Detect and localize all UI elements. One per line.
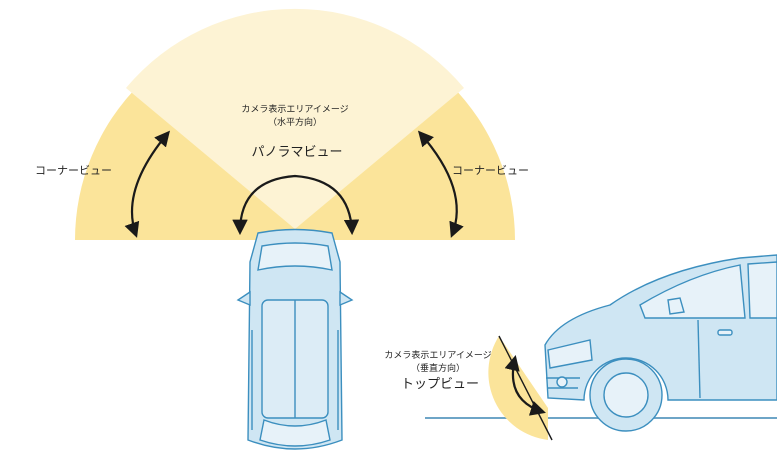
top-view-label: トップビュー xyxy=(400,377,480,392)
corner-left-arrow xyxy=(124,130,170,238)
top-view-fan xyxy=(75,8,515,241)
corner-view-right-label: コーナービュー xyxy=(452,164,529,177)
panorama-arrow xyxy=(232,174,360,236)
area-direction-horizontal: （水平方向） xyxy=(267,118,323,128)
top-view-area xyxy=(488,336,548,440)
vehicle-side-view xyxy=(544,254,777,432)
area-direction-vertical: （垂直方向） xyxy=(410,364,466,374)
area-title-horizontal: カメラ表示エリアイメージ xyxy=(241,105,349,115)
area-title-vertical: カメラ表示エリアイメージ xyxy=(384,351,492,361)
vehicle-top-view xyxy=(236,228,354,450)
panorama-view-area xyxy=(126,8,464,230)
top-view-arrow xyxy=(504,355,546,416)
panorama-view-label: パノラマビュー xyxy=(251,145,343,160)
corner-right-arrow xyxy=(417,130,464,238)
corner-view-left-label: コーナービュー xyxy=(35,164,112,177)
